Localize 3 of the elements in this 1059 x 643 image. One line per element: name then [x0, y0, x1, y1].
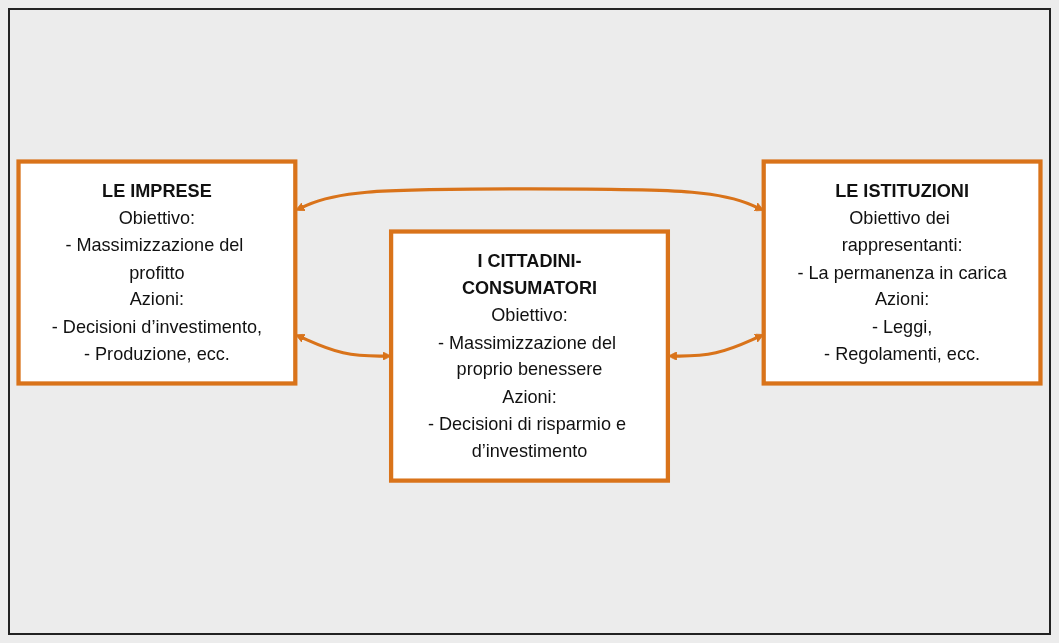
- node-box: LE IMPRESE Obiettivo: - Massimizzazione del profitto Azioni: - Decisioni d’investimento, - Produzione, ecc.: [16, 159, 298, 387]
- node-box: I CITTADINI-CONSUMATORI Obiettivo: - Massimizzazione del proprio benessere Azioni: - Decisioni di risparmio e d’investimento: [389, 229, 670, 484]
- node-box: LE ISTITUZIONI Obiettivo dei rappresentanti: - La permanenza in carica Azioni: - Leggi, - Regolamenti, ecc.: [761, 159, 1043, 387]
